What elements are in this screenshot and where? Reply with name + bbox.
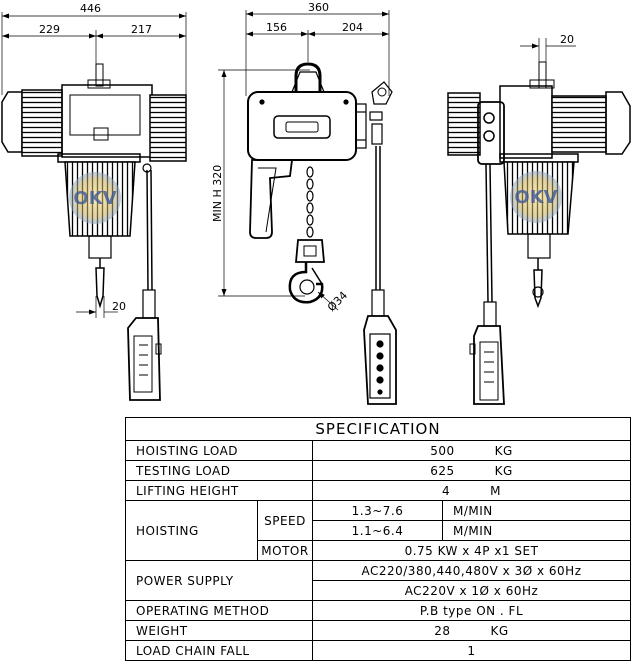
hoisting-load-label: HOISTING LOAD (125, 440, 313, 461)
weight-cell: 28 KG (312, 620, 631, 641)
power-supply-line-1: AC220/380,440,480V x 3Ø x 60Hz (312, 560, 631, 581)
spec-row-load-chain-fall: LOAD CHAIN FALL 1 (125, 640, 631, 661)
power-supply-label: POWER SUPPLY (125, 560, 313, 601)
testing-load-label: TESTING LOAD (125, 460, 313, 481)
spec-row-motor: MOTOR 0.75 KW x 4P x1 SET (126, 540, 631, 561)
spec-row-hoisting-speed-2: 1.1~6.4 M/MIN (126, 520, 631, 541)
dim-front-overall: 360 (308, 1, 329, 14)
dim-hook-diameter: Ø34 (325, 289, 350, 314)
speed-label: SPEED (257, 500, 313, 541)
load-chain (306, 166, 314, 238)
logo-text-rear: OKV (514, 187, 557, 208)
logo-side: OKV (69, 172, 121, 224)
front-view (218, 10, 397, 405)
spec-title-row: SPECIFICATION (125, 417, 631, 441)
testing-load-unit: KG (494, 463, 513, 478)
hoisting-load-cell: 500 KG (312, 440, 631, 461)
speed-2-value: 1.1~6.4 (312, 520, 443, 541)
hoisting-label: HOISTING (125, 500, 258, 561)
speed-2-unit: M/MIN (442, 520, 631, 541)
operating-method-value: P.B type ON . FL (312, 600, 631, 621)
dim-front-height: MIN H 320 (211, 165, 224, 222)
motor-value: 0.75 KW x 4P x1 SET (312, 540, 631, 561)
speed-1-value: 1.3~7.6 (312, 500, 443, 521)
testing-load-cell: 625 KG (312, 460, 631, 481)
hoist-drawing: OKV 446 229 217 20 (1, 1, 631, 405)
dim-side-hook-offset: 20 (112, 300, 126, 313)
spec-row-testing-load: TESTING LOAD 625 KG (125, 460, 631, 481)
testing-load-value: 625 (430, 463, 455, 478)
weight-unit: KG (490, 623, 509, 638)
speed-1-unit: M/MIN (442, 500, 631, 521)
dim-side-overall: 446 (80, 2, 101, 15)
logo-rear: OKV (510, 171, 562, 223)
logo-text-side: OKV (73, 188, 116, 209)
power-supply-line-2: AC220V x 1Ø x 60Hz (312, 580, 631, 601)
spec-row-weight: WEIGHT 28 KG (125, 620, 631, 641)
load-chain-fall-label: LOAD CHAIN FALL (125, 640, 313, 661)
spec-row-hoisting-speed-1: HOISTING SPEED 1.3~7.6 M/MIN (125, 500, 631, 561)
weight-value: 28 (434, 623, 451, 638)
lifting-height-unit: M (490, 483, 501, 498)
hoisting-load-value: 500 (430, 443, 455, 458)
lifting-height-value: 4 (442, 483, 451, 498)
spec-title: SPECIFICATION (125, 417, 631, 441)
dim-side-left: 229 (39, 23, 60, 36)
weight-label: WEIGHT (125, 620, 313, 641)
load-chain-fall-value: 1 (312, 640, 631, 661)
spec-row-operating-method: OPERATING METHOD P.B type ON . FL (125, 600, 631, 621)
spec-row-hoisting-load: HOISTING LOAD 500 KG (125, 440, 631, 461)
dim-front-right: 204 (342, 21, 363, 34)
dim-front-left: 156 (266, 21, 287, 34)
operating-method-label: OPERATING METHOD (125, 600, 313, 621)
spec-row-power-supply-1: POWER SUPPLY AC220/380,440,480V x 3Ø x 6… (125, 560, 631, 601)
hoisting-load-unit: KG (494, 443, 513, 458)
dim-side-right: 217 (131, 23, 152, 36)
dim-rear-offset: 20 (560, 33, 574, 46)
lifting-height-label: LIFTING HEIGHT (125, 480, 313, 501)
motor-label: MOTOR (257, 540, 313, 561)
